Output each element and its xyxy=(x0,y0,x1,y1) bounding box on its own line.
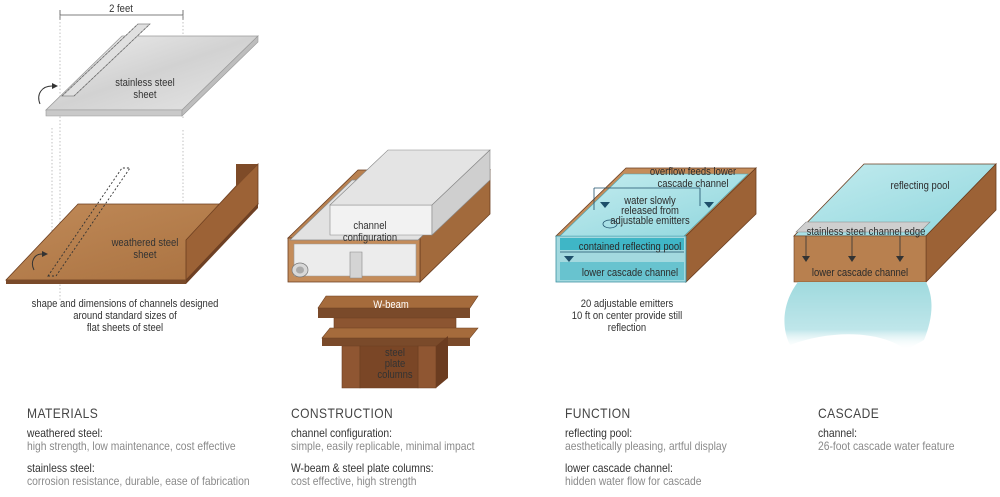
overflow-label-2: cascade channel xyxy=(657,178,729,190)
stainless-steel-sheet xyxy=(38,23,259,117)
dimension-label: 2 feet xyxy=(109,3,133,15)
column-item-desc: hidden water flow for cascade xyxy=(565,474,702,488)
columns-label-2: plate xyxy=(384,358,406,370)
construction-figure xyxy=(287,149,491,389)
column-item-title: W-beam & steel plate columns: xyxy=(291,461,434,475)
function-caption-3: reflection xyxy=(607,322,647,334)
function-lower-channel-label: lower cascade channel xyxy=(581,267,679,279)
cascade-channel xyxy=(784,163,997,350)
overflow-label-1: overflow feeds lower xyxy=(649,166,737,178)
diagram-canvas xyxy=(5,10,997,389)
materials-column: MATERIALS weathered steel: high strength… xyxy=(27,405,267,497)
reflecting-pool-label: reflecting pool xyxy=(890,180,950,192)
column-item-title: reflecting pool: xyxy=(565,426,633,440)
stainless-sheet-label-2: sheet xyxy=(133,89,157,101)
stainless-sheet-label-1: stainless steel xyxy=(115,77,175,89)
column-item-desc: 26-foot cascade water feature xyxy=(818,439,955,453)
column-item-title: weathered steel: xyxy=(27,426,103,440)
cascade-lower-channel-label: lower cascade channel xyxy=(811,267,909,279)
columns-label-1: steel xyxy=(385,347,405,359)
construction-heading: CONSTRUCTION xyxy=(291,405,394,421)
weathered-sheet-label-1: weathered steel xyxy=(111,237,179,249)
channel-configuration xyxy=(287,149,491,283)
column-item-desc: cost effective, high strength xyxy=(291,474,417,488)
channel-config-label-2: configuration xyxy=(342,232,398,244)
function-column: FUNCTION reflecting pool: aesthetically … xyxy=(565,405,805,497)
columns-label-3: columns xyxy=(377,369,413,381)
materials-heading: MATERIALS xyxy=(27,405,99,421)
column-item-title: channel: xyxy=(818,426,858,440)
construction-column: CONSTRUCTION channel configuration: simp… xyxy=(291,405,531,497)
function-heading: FUNCTION xyxy=(565,405,631,421)
contained-pool-label: contained reflecting pool xyxy=(578,241,682,253)
channel-edge-label: stainless steel channel edge xyxy=(806,226,926,238)
water-label-3: adjustable emitters xyxy=(610,215,690,227)
materials-caption-2: around standard sizes of xyxy=(73,310,177,322)
materials-caption-1: shape and dimensions of channels designe… xyxy=(31,298,219,310)
cascade-heading: CASCADE xyxy=(818,405,880,421)
water-label-1: water slowly xyxy=(624,195,676,207)
column-item-title: lower cascade channel: xyxy=(565,461,673,475)
weathered-sheet-label-2: sheet xyxy=(133,249,157,261)
materials-caption-3: flat sheets of steel xyxy=(86,322,164,334)
function-caption-1: 20 adjustable emitters xyxy=(580,298,674,310)
water-label-2: released from xyxy=(621,205,679,217)
channel-config-label-1: channel xyxy=(353,220,387,232)
function-channel xyxy=(555,167,757,283)
function-caption-2: 10 ft on center provide still xyxy=(571,310,683,322)
column-item-desc: aesthetically pleasing, artful display xyxy=(565,439,727,453)
cascade-figure xyxy=(784,163,997,350)
w-beam-structure xyxy=(317,295,479,389)
column-item-title: channel configuration: xyxy=(291,426,392,440)
cascade-column: CASCADE channel: 26-foot cascade water f… xyxy=(818,405,993,462)
weathered-steel-channel xyxy=(5,163,259,284)
function-figure xyxy=(555,167,757,283)
column-item-desc: high strength, low maintenance, cost eff… xyxy=(27,439,236,453)
column-item-title: stainless steel: xyxy=(27,461,95,475)
w-beam-label: W-beam xyxy=(373,299,409,311)
column-item-desc: simple, easily replicable, minimal impac… xyxy=(291,439,475,453)
column-item-desc: corrosion resistance, durable, ease of f… xyxy=(27,474,250,488)
materials-figure xyxy=(5,10,259,300)
